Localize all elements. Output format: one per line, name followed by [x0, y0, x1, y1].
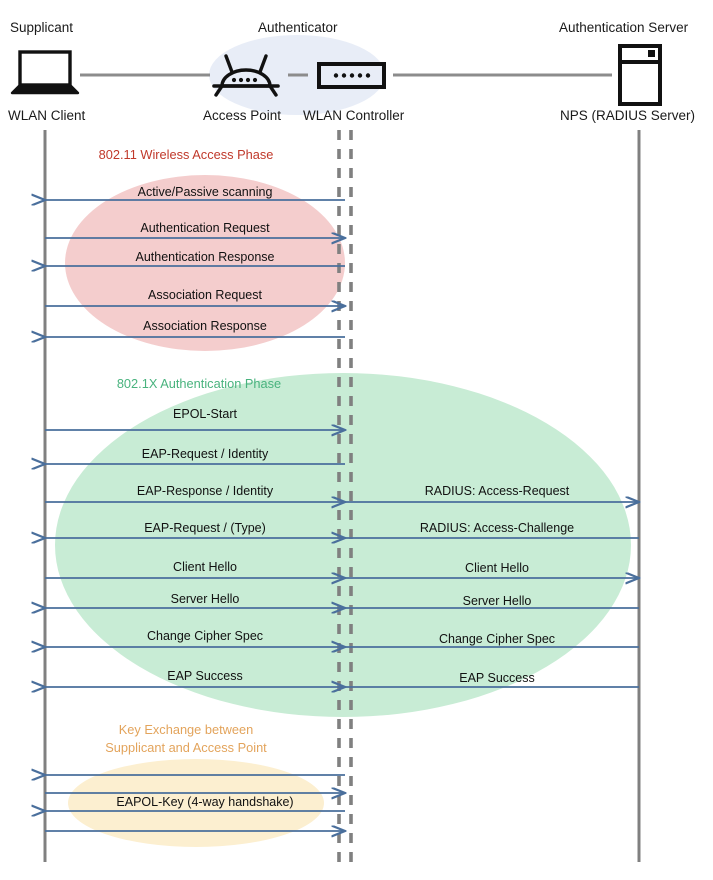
message-label: EAP-Response / Identity: [136, 484, 274, 498]
server-rack-icon: [618, 44, 662, 106]
message-label: EAP Success: [459, 671, 535, 685]
wireless-router-icon: [212, 54, 280, 97]
message-label: Change Cipher Spec: [146, 629, 264, 643]
wlan-controller-icon: [317, 62, 386, 89]
message-arrows-left: [45, 200, 345, 831]
message-label: Authentication Response: [135, 250, 275, 264]
message-arrows-right: [345, 502, 639, 687]
message-label: Client Hello: [173, 560, 237, 574]
message-label: EAP-Request / Identity: [141, 447, 269, 461]
actor-role-auth-server: Authentication Server: [559, 20, 689, 35]
message-label: EAPOL-Key (4-way handshake): [116, 795, 294, 809]
laptop-icon: [10, 50, 80, 95]
actor-role-authenticator: Authenticator: [258, 20, 338, 35]
message-label: Change Cipher Spec: [438, 632, 556, 646]
message-label: Association Request: [148, 288, 262, 302]
message-label: EAP Success: [167, 669, 243, 683]
phase-label-key-exchange-line1: Key Exchange between: [118, 722, 254, 737]
actor-name-wlan-client: WLAN Client: [8, 108, 86, 123]
actor-name-access-point: Access Point: [203, 108, 282, 123]
message-label: Authentication Request: [140, 221, 270, 235]
actor-name-wlan-controller: WLAN Controller: [303, 108, 405, 123]
message-label: EAP-Request / (Type): [144, 521, 266, 535]
message-label: Server Hello: [170, 592, 240, 606]
actor-role-supplicant: Supplicant: [10, 20, 74, 35]
message-label: RADIUS: Access-Request: [424, 484, 570, 498]
message-label: Association Response: [143, 319, 267, 333]
phase-label-8021x: 802.1X Authentication Phase: [116, 376, 282, 391]
message-label: Client Hello: [465, 561, 529, 575]
message-label: EPOL-Start: [173, 407, 237, 421]
phase-label-key-exchange-line2: Supplicant and Access Point: [105, 740, 267, 755]
phase-key-exchange-ellipse: [68, 759, 324, 847]
phase-label-80211: 802.11 Wireless Access Phase: [98, 147, 274, 162]
actor-name-nps: NPS (RADIUS Server): [560, 108, 696, 123]
phase-8021x-ellipse: [55, 373, 631, 717]
message-label: Server Hello: [462, 594, 532, 608]
phase-80211-ellipse: [65, 175, 345, 351]
message-label: Active/Passive scanning: [137, 185, 273, 199]
message-label: RADIUS: Access-Challenge: [419, 521, 575, 535]
